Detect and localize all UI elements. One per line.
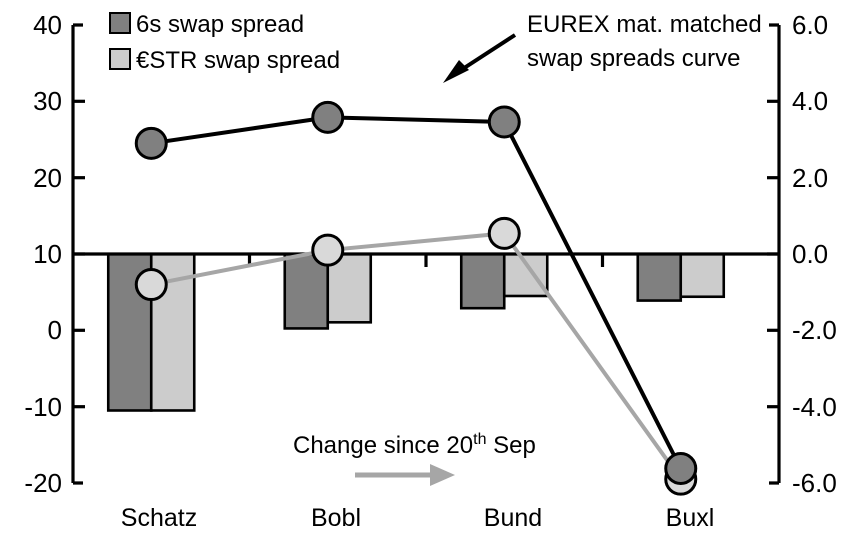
marker-eurex-bund	[487, 105, 521, 139]
right-axis-tick-label-minus4: -4.0	[792, 392, 837, 422]
bar-bund-series0	[459, 252, 506, 310]
annotation-change-text: Change since 20th Sep	[293, 431, 536, 459]
x-axis-labels: Schatz Bobl Bund Buxl	[121, 504, 715, 532]
legend-label-6s-swap-spread: 6s swap spread	[136, 11, 304, 38]
right-axis-tick-label-2: 2.0	[792, 163, 828, 193]
legend-entry-estr-swap-spread[interactable]: €STR swap spread	[109, 47, 340, 74]
category-label-bobl: Bobl	[311, 504, 361, 532]
bar-buxl-series1	[679, 252, 726, 299]
legend: 6s swap spread €STR swap spread	[109, 11, 340, 74]
left-axis-tick-label-0: 0	[48, 315, 62, 345]
right-axis-tick-label-0: 0.0	[792, 239, 828, 269]
right-axis: 6.0 4.0 2.0 0.0 -2.0 -4.0 -6.0	[767, 10, 837, 498]
annotation-change-after: Sep	[486, 432, 535, 459]
marker-estr-schatz	[134, 268, 168, 302]
marker-estr-bobl	[311, 233, 345, 267]
bars-layer	[106, 252, 726, 412]
callout-arrow-icon	[443, 33, 517, 83]
marker-eurex-schatz	[134, 126, 168, 160]
category-label-bund: Bund	[484, 504, 542, 532]
legend-label-estr-swap-spread: €STR swap spread	[136, 47, 340, 74]
category-label-buxl: Buxl	[666, 504, 715, 532]
legend-entry-6s-swap-spread[interactable]: 6s swap spread	[109, 11, 304, 38]
series-markers-layer	[134, 100, 698, 496]
annotation-change-superscript: th	[473, 431, 486, 448]
right-axis-tick-label-4: 4.0	[792, 86, 828, 116]
marker-eurex-bobl	[311, 100, 345, 134]
left-axis-tick-label-30: 30	[33, 86, 62, 116]
change-arrow-icon	[355, 464, 455, 486]
left-axis-tick-label-20: 20	[33, 163, 62, 193]
annotation-callout-line1: EUREX mat. matched	[527, 11, 762, 38]
marker-estr-bund	[487, 216, 521, 250]
left-axis-tick-label-minus20: -20	[24, 468, 62, 498]
series-line-estr	[150, 231, 683, 481]
annotation-callout-line2: swap spreads curve	[527, 45, 740, 72]
series-lines-layer	[150, 115, 683, 481]
bar-bobl-series1	[326, 252, 373, 324]
left-axis-tick-label-40: 40	[33, 10, 62, 40]
left-axis-tick-label-10: 10	[33, 239, 62, 269]
marker-eurex-buxl	[664, 451, 698, 485]
left-axis: 40 30 20 10 0 -10 -20	[24, 10, 85, 498]
bar-buxl-series0	[636, 252, 683, 302]
right-axis-tick-label-6: 6.0	[792, 10, 828, 40]
annotation-change-since: Change since 20th Sep	[293, 431, 536, 486]
left-axis-tick-label-minus10: -10	[24, 392, 62, 422]
series-line-eurex	[150, 115, 683, 470]
annotation-change-before: Change since 20	[293, 432, 473, 459]
legend-swatch-6s-swap-spread	[109, 12, 131, 34]
legend-swatch-estr-swap-spread	[109, 48, 131, 70]
annotation-eurex-callout: EUREX mat. matched swap spreads curve	[443, 11, 762, 83]
right-axis-tick-label-minus6: -6.0	[792, 468, 837, 498]
right-axis-tick-label-minus2: -2.0	[792, 315, 837, 345]
category-label-schatz: Schatz	[121, 504, 197, 532]
